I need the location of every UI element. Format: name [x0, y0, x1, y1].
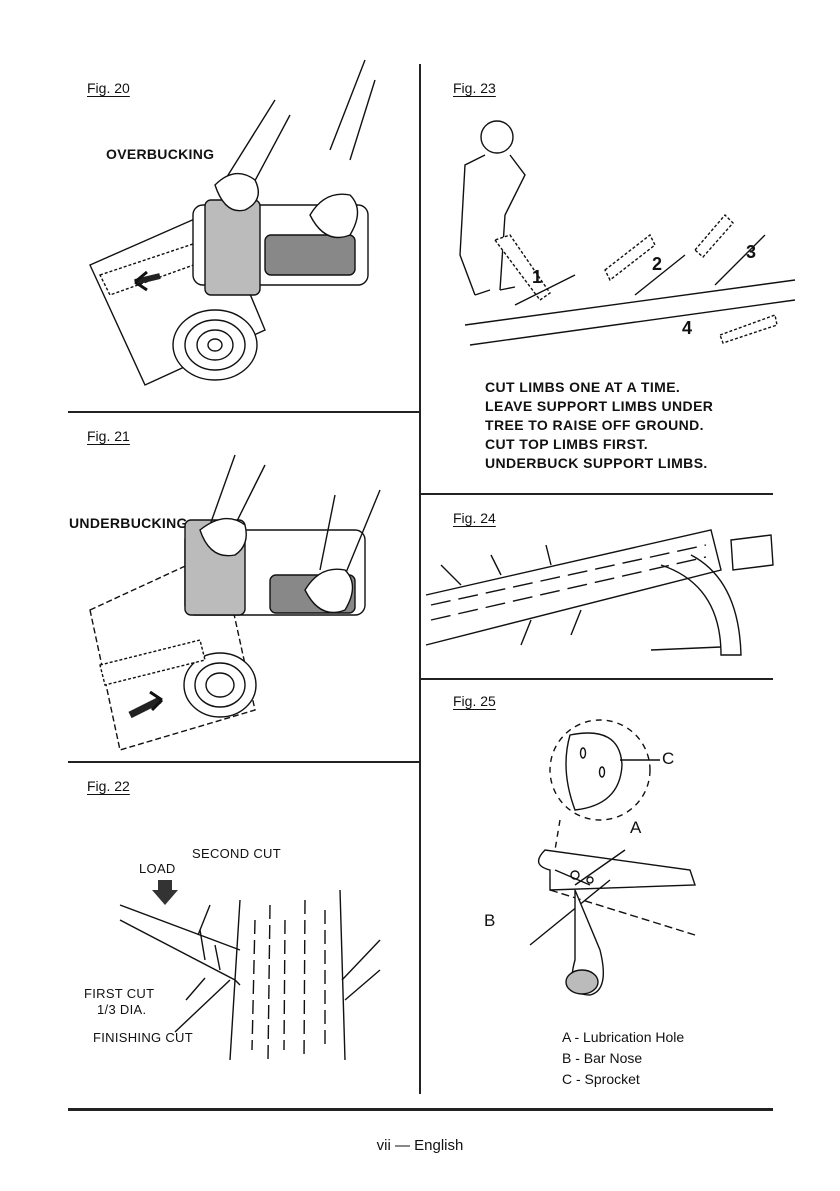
limb-cut-sequence-illustration — [119, 880, 381, 1061]
fig25-callout-b: B — [484, 911, 496, 930]
legend-item: C - Sprocket — [562, 1071, 640, 1087]
fig23-marker-4: 4 — [682, 318, 693, 338]
fig23-instructions: CUT LIMBS ONE AT A TIME. LEAVE SUPPORT L… — [485, 378, 713, 473]
fig23-marker-1: 1 — [532, 267, 543, 287]
chainsaw-underbucking-illustration — [89, 454, 381, 751]
fig21-label: Fig. 21 — [87, 428, 130, 444]
fig23-label: Fig. 23 — [453, 80, 496, 96]
fig23-marker-2: 2 — [652, 254, 663, 274]
fig22-second-cut-label: SECOND CUT — [192, 846, 281, 861]
divider-fig20-21 — [68, 411, 419, 413]
fig20-caption: OVERBUCKING — [106, 146, 215, 162]
fig25-callout-a: A — [630, 818, 642, 837]
legend-item: A - Lubrication Hole — [562, 1029, 685, 1045]
fig25-legend: A - Lubrication Hole B - Bar Nose C - Sp… — [562, 1027, 684, 1090]
fig22-dia-label: 1/3 DIA. — [97, 1002, 147, 1017]
instruction-line: TREE TO RAISE OFF GROUND. — [485, 417, 704, 433]
fig22-first-cut-label: FIRST CUT — [84, 986, 155, 1001]
fig22-load-label: LOAD — [139, 861, 176, 876]
fig23-marker-3: 3 — [746, 242, 757, 262]
fig25-label: Fig. 25 — [453, 693, 496, 709]
fig24-label: Fig. 24 — [453, 510, 496, 526]
bar-nose-lubrication-illustration — [529, 719, 696, 996]
chainsaw-overbucking-illustration — [89, 59, 376, 386]
instruction-line: LEAVE SUPPORT LIMBS UNDER — [485, 398, 714, 414]
fallen-tree-illustration — [425, 529, 774, 656]
fig25-callout-c: C — [662, 749, 675, 768]
fig20-label: Fig. 20 — [87, 80, 130, 96]
divider-fig21-22 — [68, 761, 419, 763]
page-footer: vii — English — [376, 1137, 464, 1154]
instruction-line: UNDERBUCK SUPPORT LIMBS. — [485, 455, 708, 471]
instruction-line: CUT TOP LIMBS FIRST. — [485, 436, 649, 452]
divider-fig24-25 — [421, 678, 773, 680]
limbing-sequence-illustration — [459, 120, 796, 346]
fig21-caption: UNDERBUCKING — [69, 515, 188, 531]
center-divider — [419, 64, 421, 1094]
divider-fig23-24 — [421, 493, 773, 495]
legend-item: B - Bar Nose — [562, 1050, 643, 1066]
bottom-rule — [68, 1108, 773, 1111]
fig22-finishing-cut-label: FINISHING CUT — [93, 1030, 193, 1045]
instruction-line: CUT LIMBS ONE AT A TIME. — [485, 379, 681, 395]
fig22-label: Fig. 22 — [87, 778, 130, 794]
